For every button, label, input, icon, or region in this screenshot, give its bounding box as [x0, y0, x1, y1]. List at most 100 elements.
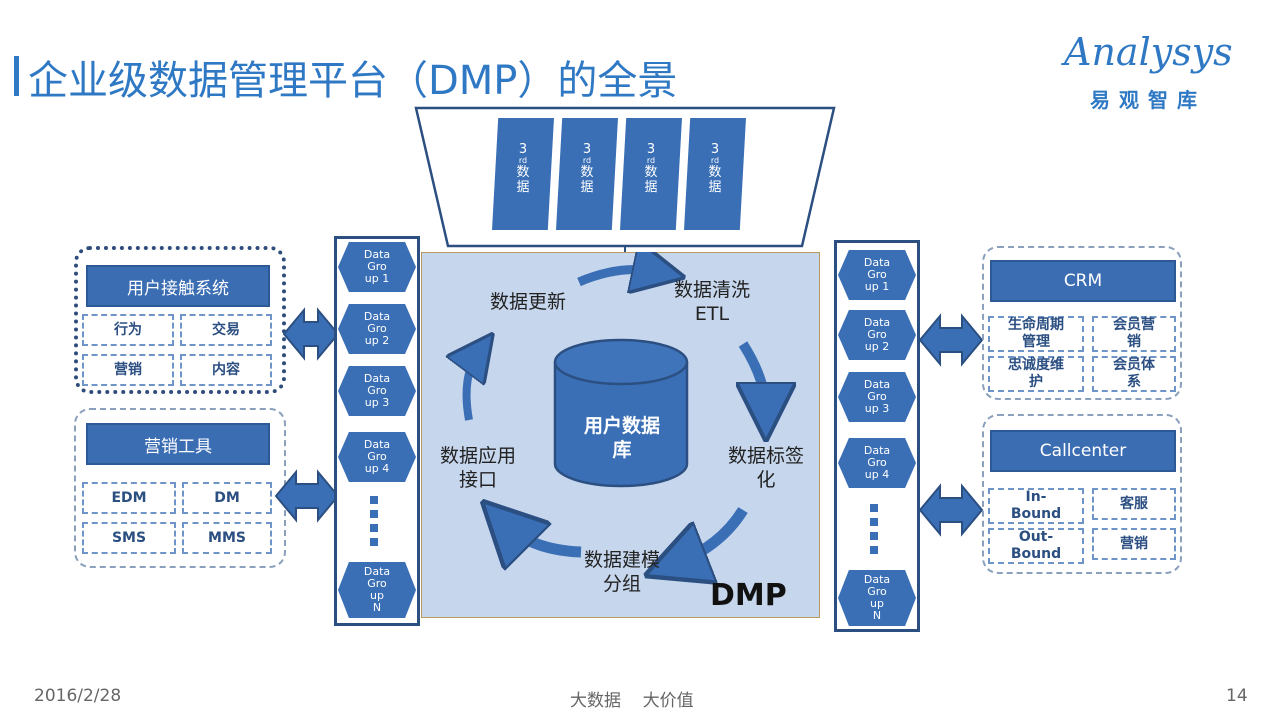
hex-line: Data — [863, 378, 891, 391]
cell-line: 销 — [1127, 334, 1141, 350]
dmp-label: DMP — [710, 578, 787, 613]
right-bottom-double-arrow — [918, 483, 984, 537]
dmp-cycle-arrows — [421, 252, 820, 618]
hex-line: up 4 — [864, 468, 890, 481]
hex-line: up 1 — [364, 272, 390, 285]
hex-line: Data — [363, 438, 391, 451]
cell-line: Bound — [1010, 506, 1062, 522]
hex-line: up 2 — [364, 334, 390, 347]
right-data-group-column — [834, 240, 920, 632]
callcenter-cell-outbound: Out-Bound — [988, 528, 1084, 564]
hex-line: up — [370, 589, 384, 602]
tp-suffix: rd — [582, 156, 592, 165]
hex-line: Gro — [367, 450, 387, 463]
crm-cell-lifecycle: 生命周期管理 — [988, 316, 1084, 352]
tp-suffix: rd — [518, 156, 528, 165]
left-bottom-double-arrow — [274, 469, 340, 523]
marketing-cell-mms: MMS — [182, 522, 272, 554]
hex-line: Data — [863, 256, 891, 269]
tp-number: 3 — [710, 142, 720, 157]
cell-line: In- — [1025, 489, 1047, 505]
user-touch-system-group — [74, 246, 286, 394]
footer-date: 2016/2/28 — [34, 686, 122, 706]
hex-line: Data — [863, 444, 891, 457]
footer-slogan: 大数据 大价值 — [570, 691, 694, 711]
touch-cell-transaction: 交易 — [180, 314, 272, 346]
hex-line: Gro — [867, 585, 887, 598]
step-data-update: 数据更新 — [490, 291, 567, 313]
step-data-tagging-line2: 化 — [756, 469, 776, 491]
step-data-modeling: 数据建模 分组 — [576, 548, 668, 596]
hex-line: Data — [863, 316, 891, 329]
tp-label-line1: 数 — [580, 165, 594, 180]
hex-line: N — [872, 609, 882, 622]
hex-line: Data — [363, 372, 391, 385]
hex-line: up 2 — [864, 340, 890, 353]
logo-chinese: 易观智库 — [1090, 88, 1206, 112]
hex-line: up 4 — [364, 462, 390, 475]
step-data-clean-line1: 数据清洗 — [673, 279, 750, 301]
marketing-cell-sms: SMS — [82, 522, 176, 554]
cell-line: 系 — [1127, 374, 1141, 390]
marketing-tools-header: 营销工具 — [86, 423, 270, 465]
hex-line: Gro — [367, 577, 387, 590]
cell-line: Bound — [1010, 546, 1062, 562]
left-data-group-column — [334, 236, 420, 626]
callcenter-cell-marketing: 营销 — [1092, 528, 1176, 560]
tp-label-line2: 据 — [708, 180, 722, 195]
hex-line: Gro — [867, 390, 887, 403]
callcenter-cell-service: 客服 — [1092, 488, 1176, 520]
step-data-api: 数据应用 接口 — [432, 444, 524, 492]
tp-label-line2: 据 — [516, 180, 530, 195]
step-data-modeling-line1: 数据建模 — [583, 549, 660, 571]
cell-line: 管理 — [1022, 334, 1050, 350]
cell-line: 生命周期 — [1008, 317, 1064, 333]
cell-line: 护 — [1029, 374, 1043, 390]
marketing-cell-dm: DM — [182, 482, 272, 514]
step-data-clean-line2: ETL — [694, 303, 730, 325]
hex-line: Gro — [867, 456, 887, 469]
right-top-double-arrow — [918, 313, 984, 367]
step-data-clean: 数据清洗 ETL — [666, 278, 758, 326]
marketing-cell-edm: EDM — [82, 482, 176, 514]
tp-suffix: rd — [646, 156, 656, 165]
step-data-api-line2: 接口 — [458, 469, 497, 491]
hex-line: up 1 — [864, 280, 890, 293]
hex-line: Data — [863, 573, 891, 586]
cell-line: 会员体 — [1113, 357, 1155, 373]
left-ellipsis-dots — [370, 496, 378, 552]
step-data-api-line1: 数据应用 — [439, 445, 516, 467]
tp-number: 3 — [582, 142, 592, 157]
crm-cell-member-marketing: 会员营销 — [1092, 316, 1176, 352]
touch-cell-content: 内容 — [180, 354, 272, 386]
hex-line: up 3 — [864, 402, 890, 415]
step-data-tagging: 数据标签 化 — [720, 444, 812, 492]
logo-wordmark: Analysys — [1064, 30, 1233, 74]
tp-number: 3 — [646, 142, 656, 157]
page-title: 企业级数据管理平台（DMP）的全景 — [28, 58, 678, 104]
hex-line: Gro — [867, 268, 887, 281]
hex-line: Gro — [367, 384, 387, 397]
tp-number: 3 — [518, 142, 528, 157]
touch-cell-behavior: 行为 — [82, 314, 174, 346]
footer-page-number: 14 — [1226, 686, 1248, 706]
hex-line: up — [870, 597, 884, 610]
tp-label-line2: 据 — [644, 180, 658, 195]
tp-label-line1: 数 — [516, 165, 530, 180]
tp-label-line1: 数 — [708, 165, 722, 180]
callcenter-group — [982, 414, 1182, 574]
callcenter-cell-inbound: In-Bound — [988, 488, 1084, 524]
tp-label-line2: 据 — [580, 180, 594, 195]
hex-line: Gro — [367, 322, 387, 335]
step-data-modeling-line2: 分组 — [602, 573, 641, 595]
